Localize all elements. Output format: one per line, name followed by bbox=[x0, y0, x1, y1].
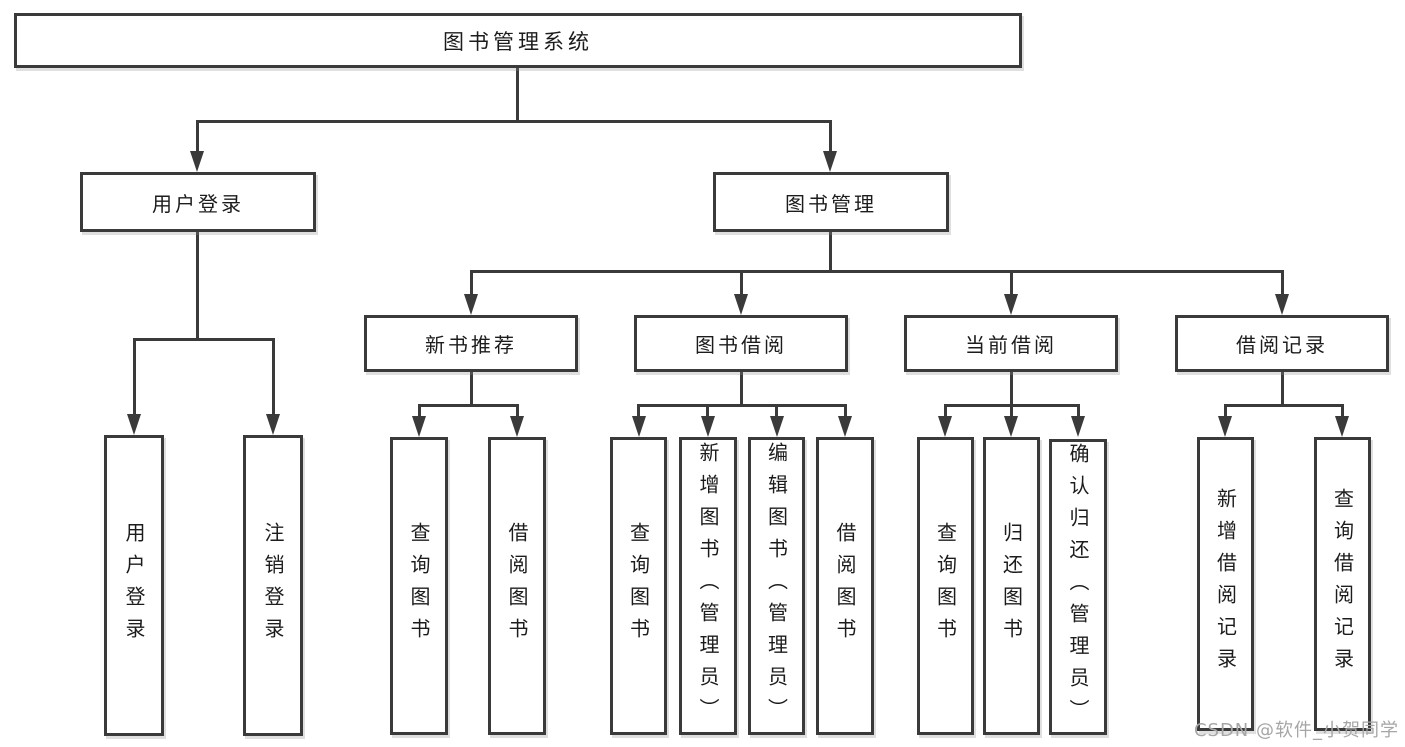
connector-book-management-stem bbox=[829, 232, 832, 273]
connector-branch bbox=[1224, 404, 1344, 407]
arrow-down-icon bbox=[1335, 416, 1349, 437]
connector-branch bbox=[418, 404, 519, 407]
connector-drop bbox=[844, 404, 847, 419]
arrow-down-icon bbox=[938, 416, 952, 437]
node-new-book-recommendation: 新书推荐 bbox=[364, 315, 578, 372]
leaf-logout: 注销登录 bbox=[243, 435, 303, 736]
connector-root-stem bbox=[516, 68, 519, 123]
connector-drop bbox=[740, 270, 743, 297]
leaf-add-books-admin: 新增图书（管理员） bbox=[679, 437, 737, 735]
connector-level2-branch bbox=[196, 120, 832, 123]
leaf-query-books-borrow: 查询图书 bbox=[610, 437, 667, 735]
arrow-down-icon bbox=[266, 414, 280, 435]
leaf-return-books: 归还图书 bbox=[983, 437, 1040, 735]
arrow-down-icon bbox=[1004, 294, 1018, 315]
connector-drop bbox=[1224, 404, 1227, 419]
leaf-query-books-current: 查询图书 bbox=[917, 437, 974, 735]
arrow-down-icon bbox=[1004, 416, 1018, 437]
connector-drop bbox=[706, 404, 709, 419]
connector-drop bbox=[516, 404, 519, 419]
connector-drop bbox=[637, 404, 640, 419]
connector-drop bbox=[1077, 404, 1080, 419]
node-current-borrowing: 当前借阅 bbox=[904, 315, 1118, 372]
arrow-down-icon bbox=[770, 416, 784, 437]
leaf-confirm-return-admin: 确认归还（管理员） bbox=[1049, 439, 1107, 735]
connector-stem bbox=[470, 372, 473, 407]
leaf-user-login: 用户登录 bbox=[104, 435, 164, 736]
arrow-down-icon bbox=[838, 416, 852, 437]
arrow-down-icon bbox=[1275, 294, 1289, 315]
connector-drop bbox=[775, 404, 778, 419]
arrow-down-icon bbox=[127, 414, 141, 435]
node-book-borrowing: 图书借阅 bbox=[634, 315, 848, 372]
connector-level3-branch bbox=[470, 270, 1284, 273]
leaf-borrow-books-recommend: 借阅图书 bbox=[488, 437, 546, 735]
connector-stem bbox=[1281, 372, 1284, 407]
leaf-add-borrow-record: 新增借阅记录 bbox=[1197, 437, 1254, 731]
connector-stem bbox=[740, 372, 743, 407]
arrow-down-icon bbox=[412, 416, 426, 437]
leaf-query-books-recommend: 查询图书 bbox=[390, 437, 448, 735]
node-borrowing-records: 借阅记录 bbox=[1175, 315, 1389, 372]
arrow-down-icon bbox=[734, 294, 748, 315]
node-book-management: 图书管理 bbox=[713, 172, 949, 232]
arrow-down-icon bbox=[190, 151, 204, 172]
connector-stem bbox=[1010, 372, 1013, 407]
connector-drop bbox=[1341, 404, 1344, 419]
arrow-down-icon bbox=[510, 416, 524, 437]
leaf-query-borrow-record: 查询借阅记录 bbox=[1314, 437, 1371, 731]
arrow-down-icon bbox=[1071, 416, 1085, 437]
arrow-down-icon bbox=[464, 294, 478, 315]
connector-branch bbox=[637, 404, 847, 407]
connector-drop bbox=[196, 120, 199, 154]
connector-drop bbox=[1010, 270, 1013, 297]
arrow-down-icon bbox=[823, 151, 837, 172]
connector-drop bbox=[1010, 404, 1013, 419]
node-library-management-system: 图书管理系统 bbox=[14, 13, 1022, 68]
connector-drop bbox=[418, 404, 421, 419]
leaf-edit-books-admin: 编辑图书（管理员） bbox=[748, 437, 805, 735]
leaf-borrow-books: 借阅图书 bbox=[816, 437, 874, 735]
connector-drop bbox=[829, 120, 832, 154]
connector-drop bbox=[272, 338, 275, 417]
connector-drop bbox=[1281, 270, 1284, 297]
connector-user-login-stem bbox=[196, 232, 199, 338]
connector-drop bbox=[133, 338, 136, 417]
node-user-login: 用户登录 bbox=[80, 172, 316, 232]
connector-drop bbox=[470, 270, 473, 297]
arrow-down-icon bbox=[701, 416, 715, 437]
arrow-down-icon bbox=[632, 416, 646, 437]
watermark: CSDN @软件_小贺同学 bbox=[1193, 720, 1399, 741]
connector-drop bbox=[944, 404, 947, 419]
connector-user-login-branch bbox=[133, 338, 275, 341]
arrow-down-icon bbox=[1218, 416, 1232, 437]
